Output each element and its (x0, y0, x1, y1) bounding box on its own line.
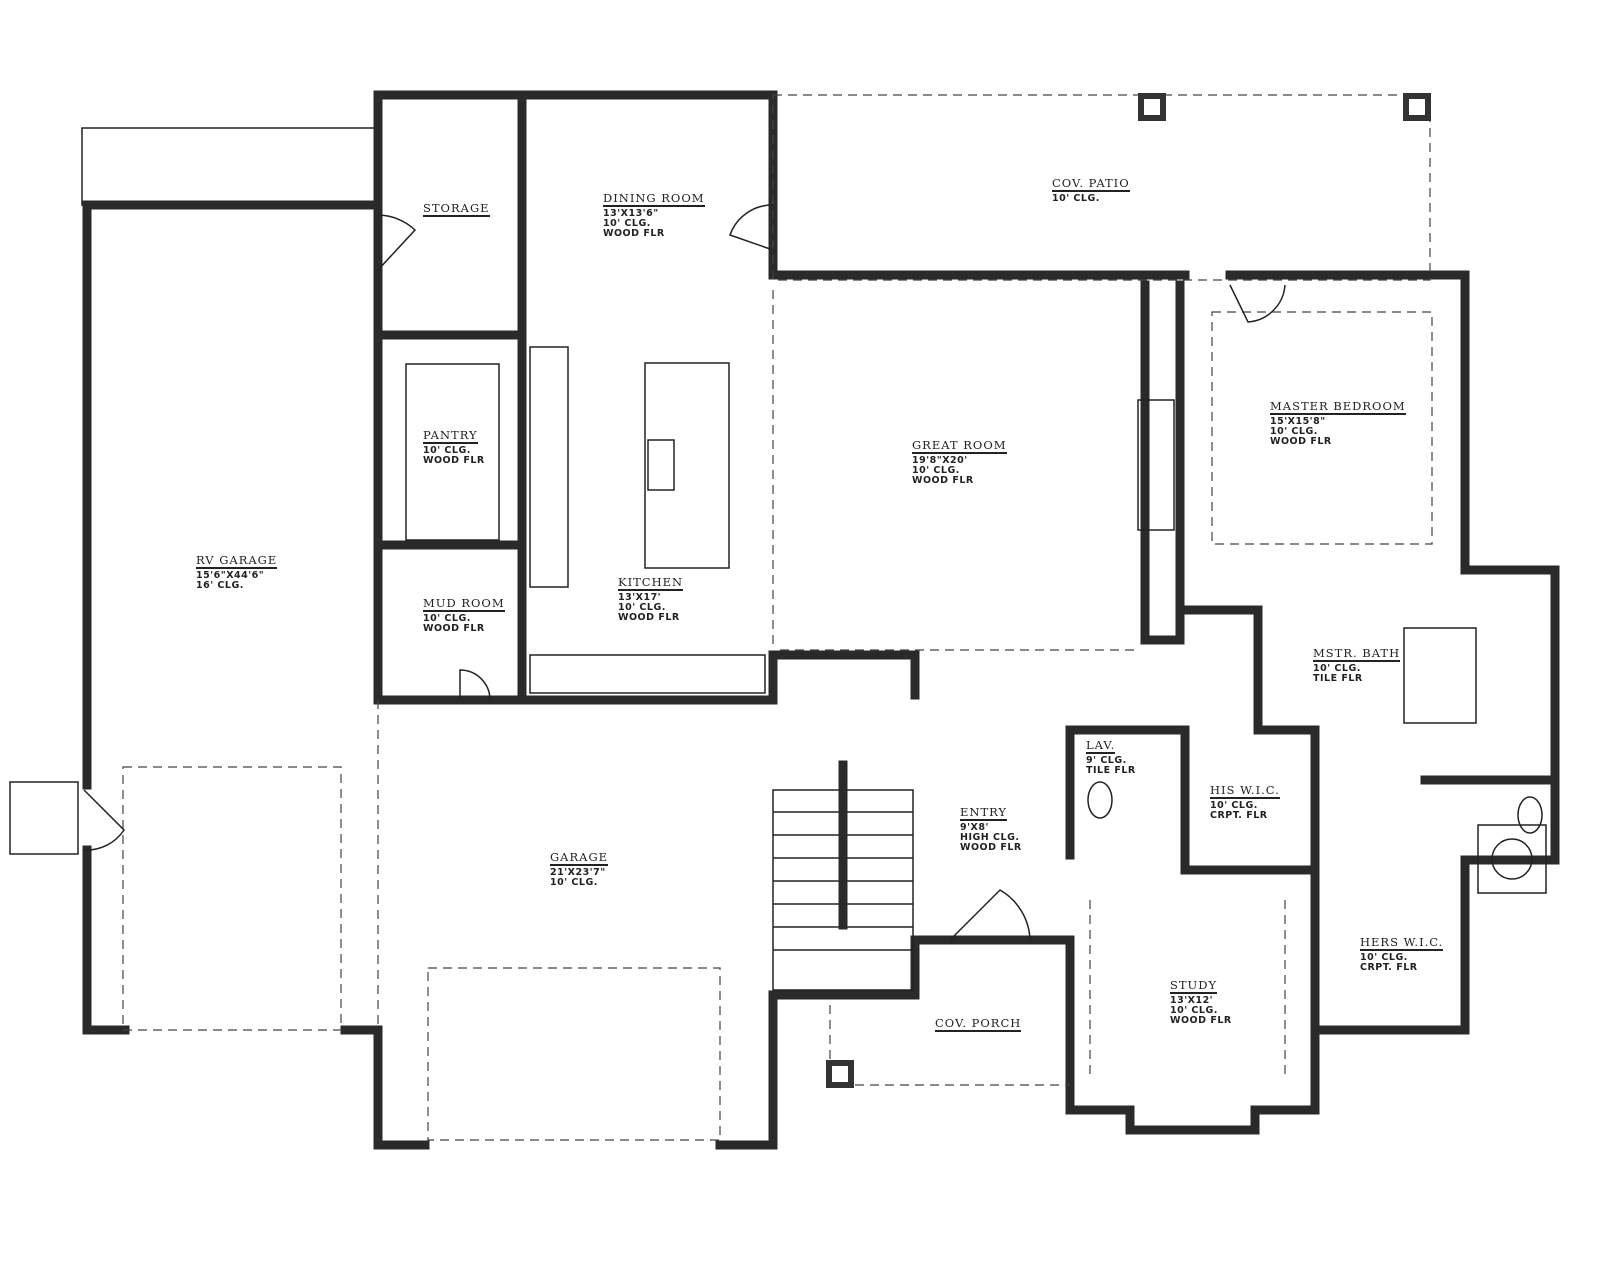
room-ceiling: 10' CLG. (423, 613, 471, 624)
room-floor: TILE FLR (1313, 673, 1363, 684)
room-ceiling: 10' CLG. (603, 218, 651, 229)
room-name: GREAT ROOM (912, 438, 1007, 454)
stairs (772, 760, 914, 991)
room-dimensions: 21'X23'7" (550, 867, 606, 878)
room-dimensions: 9'X8' (960, 822, 989, 833)
room-label-hers-wic: HERS W.I.C.10' CLG.CRPT. FLR (1360, 935, 1444, 973)
doors (83, 204, 1286, 941)
room-name: KITCHEN (618, 575, 684, 591)
room-floor: WOOD FLR (423, 623, 485, 634)
room-ceiling: 10' CLG. (912, 465, 960, 476)
room-floor: CRPT. FLR (1360, 962, 1418, 973)
room-name: MUD ROOM (423, 596, 505, 612)
kitchen-counter (529, 346, 569, 588)
room-name: COV. PORCH (935, 1016, 1022, 1032)
room-label-storage: STORAGE (423, 201, 490, 219)
room-name: ENTRY (960, 805, 1008, 821)
bathtub (1403, 627, 1477, 724)
island-sink (647, 439, 675, 491)
kitchen-base-cabinets (529, 654, 766, 694)
room-ceiling: 10' CLG. (1170, 1005, 1218, 1016)
fireplace (1137, 399, 1175, 531)
room-label-lav: LAV.9' CLG.TILE FLR (1086, 738, 1136, 776)
pantry-shelving (405, 363, 500, 541)
room-label-his-wic: HIS W.I.C.10' CLG.CRPT. FLR (1210, 783, 1280, 821)
fireplace-grate (1491, 838, 1533, 880)
room-floor: CRPT. FLR (1210, 810, 1268, 821)
room-dimensions: 19'8"X20' (912, 455, 968, 466)
room-floor: WOOD FLR (960, 842, 1022, 853)
room-ceiling: 10' CLG. (1313, 663, 1361, 674)
room-dimensions: 13'X17' (618, 592, 662, 603)
room-dimensions: 15'X15'8" (1270, 416, 1326, 427)
room-floor: WOOD FLR (618, 612, 680, 623)
toilet (1087, 781, 1113, 819)
room-floor: WOOD FLR (423, 455, 485, 466)
room-dimensions: 13'X12' (1170, 995, 1214, 1006)
room-floor: TILE FLR (1086, 765, 1136, 776)
room-name: HERS W.I.C. (1360, 935, 1444, 951)
room-name: HIS W.I.C. (1210, 783, 1280, 799)
room-name: PANTRY (423, 428, 478, 444)
room-dimensions: 13'X13'6" (603, 208, 659, 219)
room-name: MSTR. BATH (1313, 646, 1401, 662)
fixtures (405, 346, 1547, 894)
room-ceiling: HIGH CLG. (960, 832, 1020, 843)
toilet (1517, 796, 1543, 834)
room-ceiling: 10' CLG. (618, 602, 666, 613)
room-ceiling: 10' CLG. (550, 877, 598, 888)
interior-walls (373, 90, 1560, 1035)
room-dimensions: 15'6"X44'6" (196, 570, 265, 581)
room-name: STUDY (1170, 978, 1218, 994)
columns (826, 93, 1431, 1088)
room-ceiling: 10' CLG. (1270, 426, 1318, 437)
room-floor: WOOD FLR (1270, 436, 1332, 447)
room-ceiling: 10' CLG. (1210, 800, 1258, 811)
room-floor: WOOD FLR (603, 228, 665, 239)
room-ceiling: 16' CLG. (196, 580, 244, 591)
room-name: DINING ROOM (603, 191, 705, 207)
room-ceiling: 10' CLG. (423, 445, 471, 456)
room-ceiling: 10' CLG. (1052, 193, 1100, 204)
kitchen-island (644, 362, 730, 569)
room-ceiling: 10' CLG. (1360, 952, 1408, 963)
exterior-walls (9, 90, 1560, 1150)
fireplace-outdoor (1477, 824, 1547, 894)
room-name: MASTER BEDROOM (1270, 399, 1406, 415)
room-label-cov-porch: COV. PORCH (935, 1016, 1022, 1034)
room-ceiling: 9' CLG. (1086, 755, 1127, 766)
rv-garage-side-stoop (9, 781, 79, 855)
rv-garage-annex (81, 127, 376, 206)
room-name: LAV. (1086, 738, 1116, 754)
room-name: GARAGE (550, 850, 609, 866)
room-name: RV GARAGE (196, 553, 278, 569)
room-floor: WOOD FLR (1170, 1015, 1232, 1026)
room-floor: WOOD FLR (912, 475, 974, 486)
room-name: STORAGE (423, 201, 490, 217)
room-name: COV. PATIO (1052, 176, 1130, 192)
